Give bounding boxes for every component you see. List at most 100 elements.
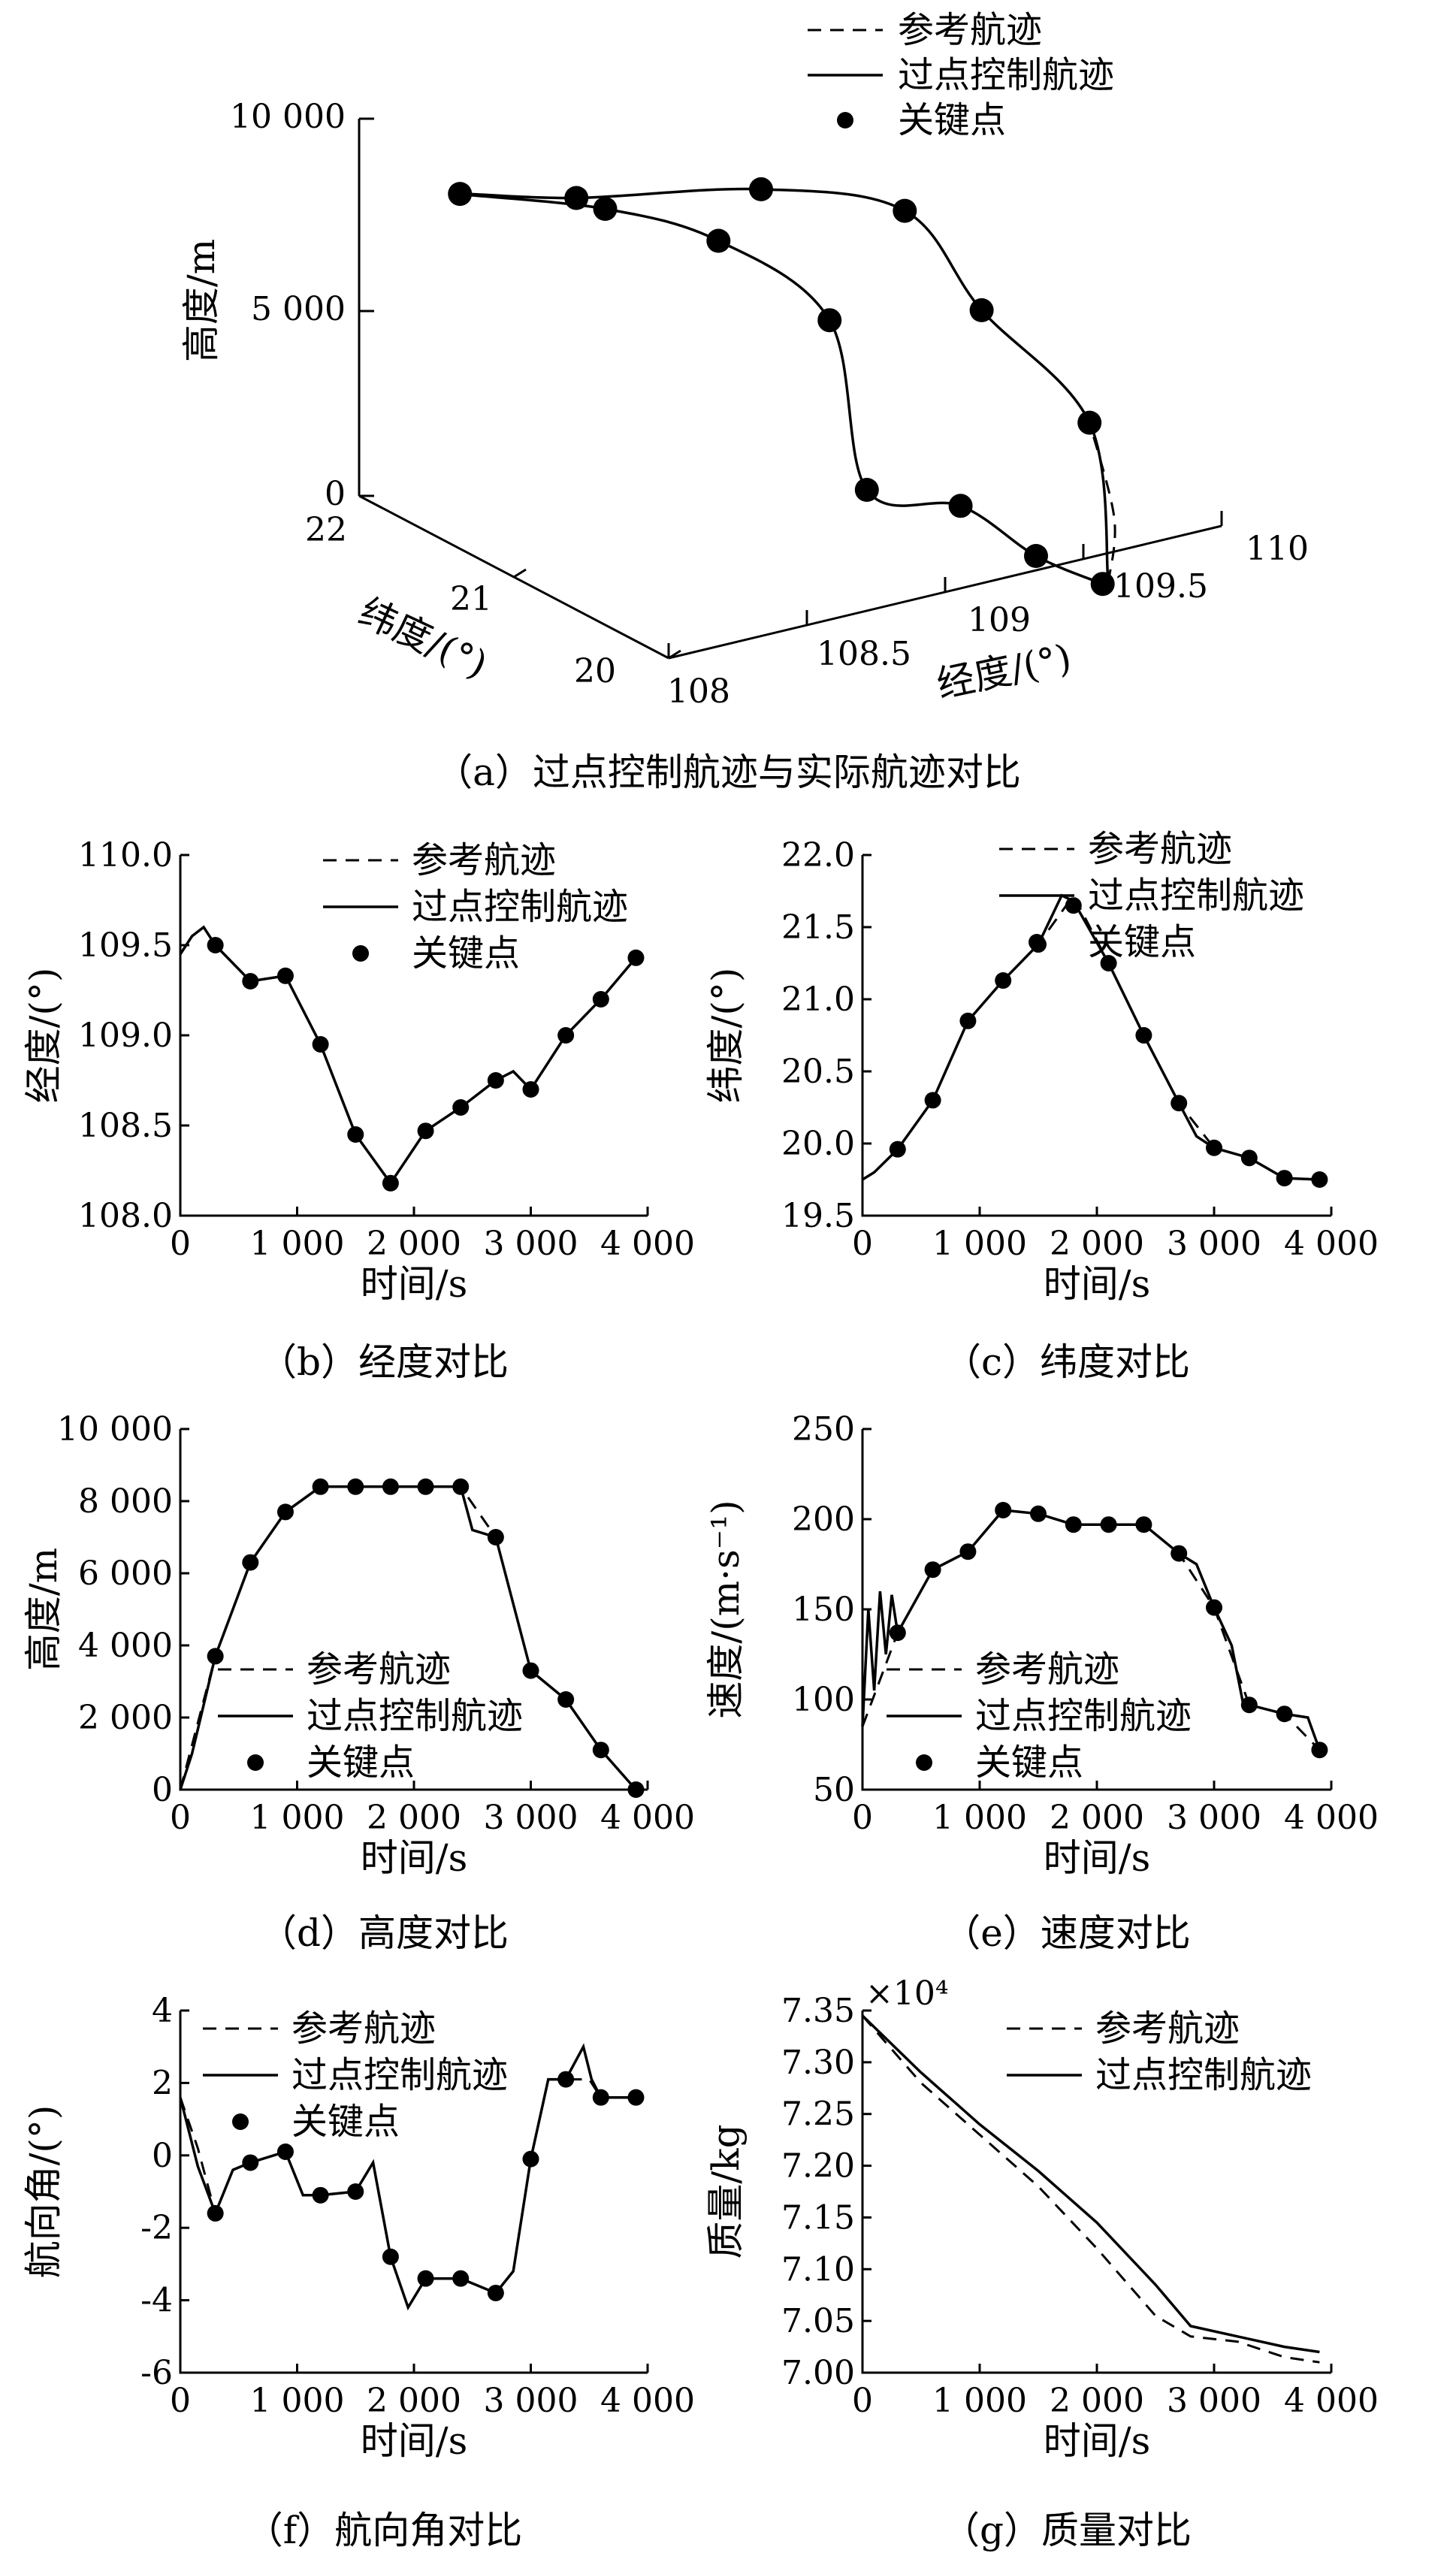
a-lon-tick-label: 110 [1246,530,1309,568]
g-y-tick-label: 7.20 [781,2147,855,2186]
a-z-tick-label: 5 000 [251,290,346,328]
g-control-line [861,2014,1320,2354]
d-y-tick-label: 0 [152,1771,173,1809]
c-y-tick-label: 20.5 [781,1053,855,1091]
c-y-label: 纬度/(°) [704,968,748,1104]
f-key-point [487,2284,504,2301]
f-reference-line [179,2078,636,2310]
g-y-label: 质量/kg [704,2124,748,2258]
f-key-point [522,2150,539,2168]
b-x-tick-label: 2 000 [367,1225,461,1263]
c-caption: （c）纬度对比 [944,1340,1190,1384]
panel-a: 10 000 5 000 0 高度/m 22 21 20 纬度/(°) 108 … [180,9,1309,794]
a-key-point [593,197,618,221]
d-key-point [487,1529,504,1545]
g-y-tick-label: 7.30 [781,2044,855,2082]
b-caption: （b）经度对比 [259,1340,509,1384]
e-key-point [1065,1516,1082,1533]
a-key-point [1077,410,1102,435]
d-key-point [452,1478,470,1495]
f-key-point [382,2248,399,2265]
a-lon-label: 经度/(°) [933,636,1075,706]
g-y-tick-label: 7.35 [781,1992,855,2030]
b-x-tick-label: 3 000 [484,1225,578,1263]
c-x-tick-label: 4 000 [1284,1225,1379,1263]
b-key-point [417,1122,434,1140]
legend-key-marker [352,945,369,962]
d-y-tick-label: 4 000 [78,1627,173,1665]
b-key-point [312,1036,329,1053]
f-x-tick-label: 1 000 [250,2382,345,2420]
c-key-point [1065,897,1082,914]
b-y-tick-label: 110.0 [78,836,173,875]
e-key-point [995,1502,1012,1518]
g-caption: （g）质量对比 [942,2509,1192,2552]
d-y-label: 高度/m [22,1548,65,1671]
b-y-tick-label: 108.0 [78,1197,173,1235]
a-lon-tick-label: 108 [667,672,730,711]
a-key-point [948,494,973,518]
f-y-tick-label: 2 [152,2064,173,2102]
b-y-label: 经度/(°) [22,968,65,1104]
f-key-point [627,2089,645,2106]
a-caption: （a）过点控制航迹与实际航迹对比 [435,751,1021,794]
legend-ctl-label: 过点控制航迹 [1088,875,1304,917]
g-x-tick-label: 1 000 [932,2382,1027,2420]
legend-key-label: 关键点 [975,1742,1083,1784]
a-lat-tick-label: 22 [305,511,347,549]
c-key-point [1276,1170,1293,1187]
a-z-label: 高度/m [180,239,223,362]
e-key-point [1240,1696,1258,1714]
c-y-tick-label: 21.0 [781,980,855,1019]
a-z-tick-label: 0 [325,475,346,513]
d-y-tick-label: 8 000 [78,1482,173,1521]
d-key-point [417,1478,434,1495]
b-x-tick-label: 0 [170,1225,191,1263]
d-x-tick-label: 2 000 [367,1799,461,1837]
legend-ref-label: 参考航迹 [292,2008,436,2050]
f-key-point [417,2270,434,2287]
e-y-tick-label: 50 [813,1771,855,1809]
g-x-tick-label: 4 000 [1284,2382,1379,2420]
legend-ctl-label: 过点控制航迹 [292,2054,508,2096]
c-x-tick-label: 3 000 [1167,1225,1261,1263]
e-y-label: 速度/(m·s⁻¹) [704,1500,748,1718]
legend-ref-label: 参考航迹 [975,1648,1119,1690]
b-key-point [592,991,609,1008]
f-x-label: 时间/s [361,2419,468,2463]
f-key-point [347,2183,364,2200]
f-key-point [557,2071,575,2088]
c-y-tick-label: 22.0 [781,836,855,875]
b-y-tick-label: 109.0 [78,1017,173,1055]
e-key-point [1311,1742,1328,1759]
legend-ctl-label: 过点控制航迹 [975,1695,1192,1737]
d-key-point [557,1691,575,1708]
legend-ctl-label: 过点控制航迹 [307,1695,523,1737]
d-key-point [312,1478,329,1495]
legend-key-marker [232,2113,249,2130]
d-key-point [242,1554,259,1571]
b-key-point [347,1126,364,1143]
d-key-point [276,1503,294,1521]
legend-ref-label: 参考航迹 [1088,828,1232,870]
f-x-tick-label: 4 000 [600,2382,695,2420]
c-key-point [889,1141,906,1158]
legend-key-label: 关键点 [307,1742,415,1784]
b-key-point [627,949,645,966]
legend-ref-label: 参考航迹 [412,839,556,881]
f-x-tick-label: 2 000 [367,2382,461,2420]
legend-key-label: 关键点 [898,99,1006,141]
c-x-tick-label: 1 000 [932,1225,1027,1263]
a-key-point [749,177,773,201]
legend-key-label: 关键点 [412,932,520,974]
d-x-tick-label: 4 000 [600,1799,695,1837]
d-key-point [347,1478,364,1495]
e-caption: （e）速度对比 [943,1911,1191,1955]
f-caption: （f）航向角对比 [246,2509,523,2552]
e-key-point [1030,1505,1047,1522]
